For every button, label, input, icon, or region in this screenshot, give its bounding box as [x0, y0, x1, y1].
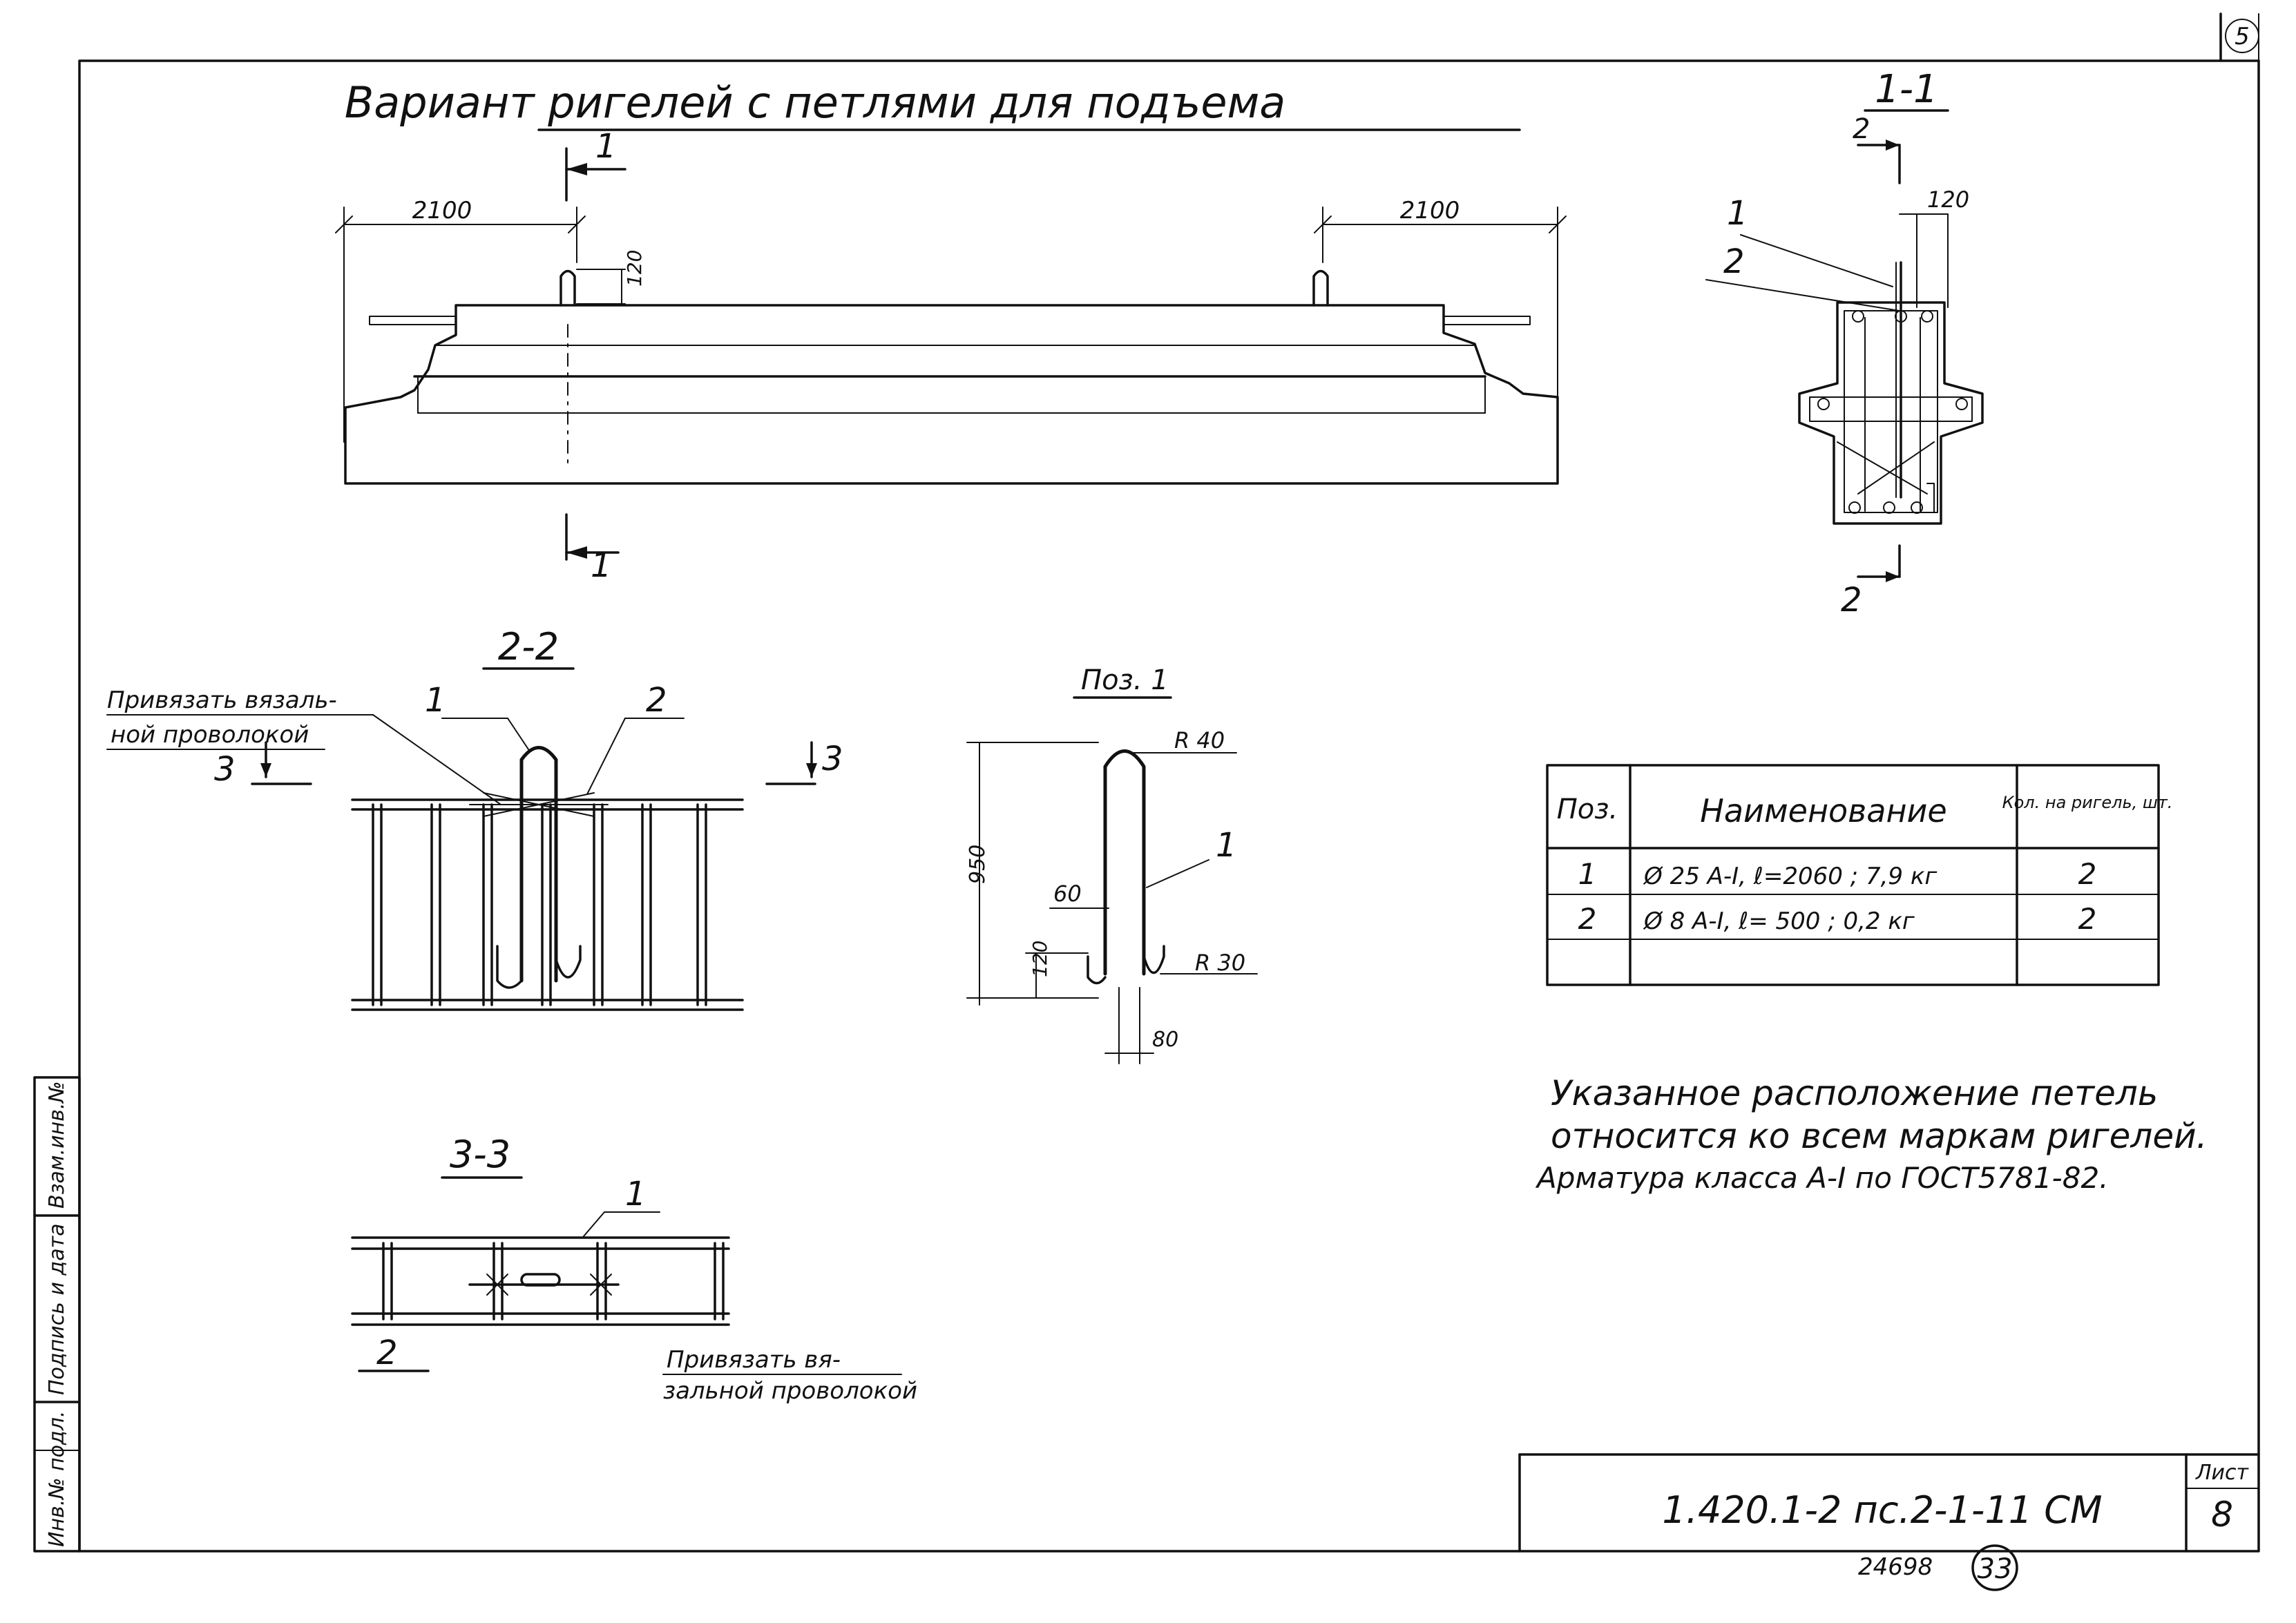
- spec-row-2-qty: 2: [2078, 902, 2097, 936]
- section-3-3-title: 3-3: [450, 1133, 510, 1176]
- spec-header-qty: Кол. на ригель, шт.: [2002, 793, 2173, 812]
- archive-circle-number: 33: [1978, 1553, 2013, 1585]
- pos1-r-top: R 40: [1174, 727, 1225, 753]
- elevation-mark-bottom: 1: [591, 546, 612, 585]
- archive-number: 24698: [1858, 1553, 1933, 1581]
- section-2-2: 2-2 Привязать вязаль- ной проволокой 1 2…: [106, 625, 843, 1011]
- side-stamp: Инв.№ подл. Подпись и дата Взам.инв.№: [33, 1076, 81, 1553]
- pos1-title: Поз. 1: [1081, 664, 1169, 696]
- section-3-3-callout-1: 1: [625, 1175, 647, 1213]
- section-3-3-mark: 2: [376, 1334, 398, 1372]
- section-2-2-note-line-2: ной проволокой: [111, 721, 309, 749]
- pos1-detail: Поз. 1 R 40 R 30 1 950 120 60 80: [966, 664, 1258, 1064]
- section-1-1: 1-1 2 120 1 2: [1705, 67, 1984, 620]
- dim-left-2100: 2100: [412, 197, 472, 224]
- section-1-1-dim-120: 120: [1927, 186, 1969, 213]
- drawing-title: Вариант ригелей с петлями для подъема: [345, 77, 1286, 128]
- title-block-sheet-number: 8: [2211, 1495, 2233, 1535]
- section-2-2-callout-2: 2: [646, 681, 667, 720]
- pos1-r-bottom: R 30: [1195, 950, 1245, 976]
- spec-row-2-pos: 2: [1578, 902, 1597, 936]
- note-line-3: Арматура класса А-I по ГОСТ5781-82.: [1535, 1161, 2109, 1195]
- title-block-sheet-label: Лист: [2195, 1461, 2250, 1485]
- side-stamp-replace: Взам.инв.№: [45, 1081, 69, 1209]
- section-1-1-mark-bottom: 2: [1841, 581, 1862, 620]
- archive-circle: [1971, 1544, 2018, 1591]
- section-1-1-mark-top: 2: [1853, 113, 1870, 145]
- section-1-1-callout-1: 1: [1727, 194, 1748, 233]
- side-stamp-inv: Инв.№ подл.: [45, 1411, 69, 1547]
- note-line-1: Указанное расположение петель: [1551, 1073, 2158, 1113]
- spec-row-1-name: Ø 25 A-I, ℓ=2060 ; 7,9 кг: [1643, 863, 1938, 890]
- spec-row-2-name: Ø 8 A-I, ℓ= 500 ; 0,2 кг: [1643, 907, 1915, 935]
- section-2-2-mark-left: 3: [214, 750, 236, 789]
- corner-mark: 5: [2235, 23, 2250, 50]
- section-3-3-note-line-2: зальной проволокой: [663, 1377, 917, 1405]
- pos1-dim-120: 120: [1029, 941, 1051, 977]
- section-2-2-mark-right: 3: [822, 740, 843, 778]
- title-block-code: 1.420.1-2 пс.2-1-11 СМ: [1662, 1488, 2102, 1532]
- pos1-dim-950: 950: [966, 845, 990, 884]
- spec-table: Поз. Наименование Кол. на ригель, шт. 1 …: [1546, 764, 2173, 986]
- spec-row-1-qty: 2: [2078, 857, 2097, 891]
- dim-right-2100: 2100: [1400, 197, 1460, 224]
- beam-elevation: 1 2100 2100 120: [335, 127, 1567, 585]
- pos1-dim-60: 60: [1053, 881, 1082, 907]
- spec-header-name: Наименование: [1700, 792, 1946, 829]
- section-2-2-title: 2-2: [498, 625, 559, 669]
- dim-loop-120: 120: [623, 250, 646, 287]
- corner-circle: [2225, 19, 2259, 53]
- spec-row-1-pos: 1: [1578, 857, 1597, 891]
- section-1-1-title: 1-1: [1875, 67, 1938, 112]
- section-3-3-note-line-1: Привязать вя-: [667, 1346, 841, 1374]
- side-stamp-sign: Подпись и дата: [45, 1224, 69, 1396]
- spec-header-pos: Поз.: [1557, 794, 1618, 825]
- pos1-callout: 1: [1216, 826, 1237, 865]
- title-block: 1.420.1-2 пс.2-1-11 СМ Лист 8: [1518, 1453, 2260, 1553]
- elevation-mark-top: 1: [595, 127, 617, 166]
- note-line-2: относится ко всем маркам ригелей.: [1551, 1116, 2208, 1156]
- section-3-3: 3-3 1 2 Привязать вя- зальной проволокой: [351, 1133, 917, 1405]
- section-1-1-callout-2: 2: [1723, 242, 1745, 281]
- section-2-2-callout-1: 1: [425, 681, 446, 720]
- pos1-dim-80: 80: [1152, 1028, 1178, 1052]
- section-2-2-note-line-1: Привязать вязаль-: [107, 686, 337, 714]
